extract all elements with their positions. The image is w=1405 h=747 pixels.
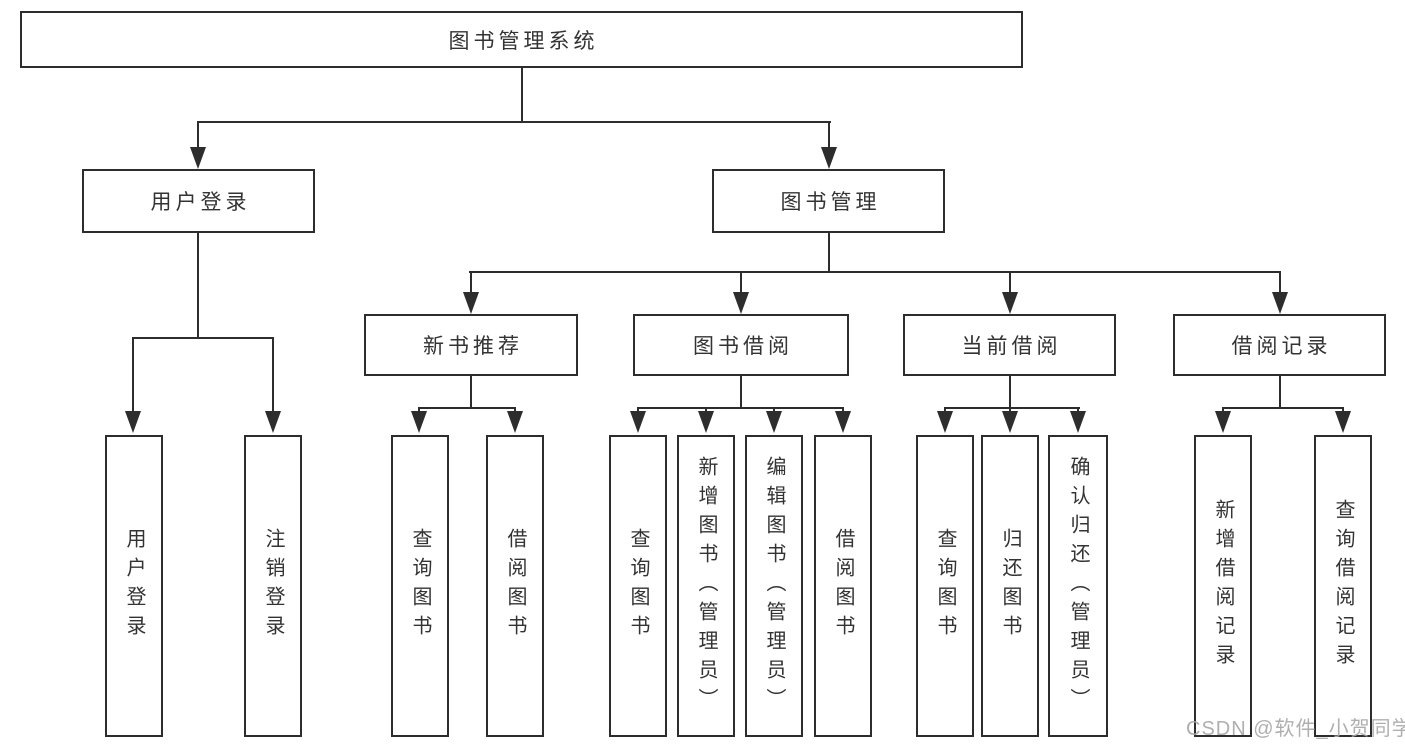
arrow-down-icon bbox=[630, 411, 646, 433]
leaf-label: 查询图书 bbox=[627, 528, 649, 644]
leaf-query-books-borrowing: 查询图书 bbox=[609, 435, 667, 737]
arrow-down-icon bbox=[463, 292, 479, 314]
node-label: 图书管理系统 bbox=[448, 29, 599, 53]
leaf-label: 新增图书（管理员） bbox=[695, 455, 717, 717]
leaf-borrow-books-recommend: 借阅图书 bbox=[486, 435, 544, 737]
leaf-label: 用户登录 bbox=[123, 528, 145, 644]
leaf-logout: 注销登录 bbox=[244, 435, 302, 737]
connector-line bbox=[418, 407, 516, 409]
arrow-down-icon bbox=[507, 411, 523, 433]
leaf-label: 确认归还（管理员） bbox=[1067, 455, 1089, 717]
leaf-label: 借阅图书 bbox=[832, 528, 854, 644]
arrow-down-icon bbox=[698, 411, 714, 433]
arrow-down-icon bbox=[190, 147, 206, 169]
connector-line bbox=[1279, 271, 1281, 292]
arrow-down-icon bbox=[265, 411, 281, 433]
node-label: 图书借阅 bbox=[693, 335, 793, 358]
connector-line bbox=[197, 121, 199, 147]
connector-line bbox=[740, 271, 742, 292]
connector-line bbox=[197, 121, 831, 123]
arrow-down-icon bbox=[937, 411, 953, 433]
connector-line bbox=[1279, 376, 1281, 409]
leaf-label: 新增借阅记录 bbox=[1212, 499, 1234, 673]
leaf-borrow-books-borrowing: 借阅图书 bbox=[814, 435, 872, 737]
node-label: 用户登录 bbox=[150, 191, 251, 214]
leaf-query-books-recommend: 查询图书 bbox=[391, 435, 449, 737]
connector-line bbox=[470, 271, 472, 292]
connector-line bbox=[740, 376, 742, 409]
arrow-down-icon bbox=[1215, 411, 1231, 433]
leaf-label: 归还图书 bbox=[999, 528, 1021, 644]
leaf-add-books-admin: 新增图书（管理员） bbox=[677, 435, 735, 737]
arrow-down-icon bbox=[411, 411, 427, 433]
node-current-borrowing: 当前借阅 bbox=[903, 314, 1116, 376]
node-book-borrowing: 图书借阅 bbox=[633, 314, 849, 376]
leaf-label: 查询图书 bbox=[934, 528, 956, 644]
arrow-down-icon bbox=[1002, 292, 1018, 314]
node-borrowing-records: 借阅记录 bbox=[1173, 314, 1386, 376]
node-label: 当前借阅 bbox=[961, 335, 1062, 358]
connector-line bbox=[1077, 407, 1079, 413]
leaf-label: 编辑图书（管理员） bbox=[763, 455, 785, 717]
leaf-label: 查询图书 bbox=[409, 528, 431, 644]
arrow-down-icon bbox=[821, 147, 837, 169]
connector-line bbox=[469, 271, 1281, 273]
leaf-query-borrow-record: 查询借阅记录 bbox=[1314, 435, 1372, 737]
connector-line bbox=[773, 407, 775, 413]
arrow-down-icon bbox=[1002, 411, 1018, 433]
node-label: 借阅记录 bbox=[1231, 335, 1332, 358]
connector-line bbox=[944, 407, 1080, 409]
leaf-query-books-current: 查询图书 bbox=[916, 435, 974, 737]
connector-line bbox=[828, 233, 830, 271]
connector-line bbox=[944, 407, 946, 413]
arrow-down-icon bbox=[1272, 292, 1288, 314]
connector-line bbox=[1009, 271, 1011, 292]
leaf-user-login: 用户登录 bbox=[105, 435, 163, 737]
leaf-label: 注销登录 bbox=[262, 528, 284, 644]
connector-line bbox=[272, 337, 274, 411]
connector-line bbox=[1009, 407, 1011, 413]
node-label: 新书推荐 bbox=[423, 335, 523, 358]
node-library-management-system: 图书管理系统 bbox=[20, 11, 1023, 68]
connector-line bbox=[705, 407, 707, 413]
leaf-return-books: 归还图书 bbox=[981, 435, 1039, 737]
leaf-confirm-return-admin: 确认归还（管理员） bbox=[1048, 435, 1108, 737]
arrow-down-icon bbox=[1070, 411, 1086, 433]
arrow-down-icon bbox=[835, 411, 851, 433]
connector-line bbox=[521, 68, 523, 121]
node-book-management: 图书管理 bbox=[712, 169, 945, 233]
leaf-label: 查询借阅记录 bbox=[1332, 499, 1354, 673]
leaf-edit-books-admin: 编辑图书（管理员） bbox=[745, 435, 803, 737]
csdn-watermark: CSDN @软件_小贺同学 bbox=[1186, 718, 1405, 740]
arrow-down-icon bbox=[766, 411, 782, 433]
connector-line bbox=[842, 407, 844, 413]
connector-line bbox=[1222, 407, 1224, 413]
connector-line bbox=[470, 376, 472, 409]
connector-line bbox=[514, 407, 516, 413]
node-new-book-recommendation: 新书推荐 bbox=[364, 314, 578, 376]
arrow-down-icon bbox=[125, 411, 141, 433]
connector-line bbox=[828, 121, 830, 147]
leaf-add-borrow-record: 新增借阅记录 bbox=[1194, 435, 1252, 737]
connector-line bbox=[132, 337, 134, 411]
node-user-login: 用户登录 bbox=[82, 169, 315, 233]
leaf-label: 借阅图书 bbox=[504, 528, 526, 644]
connector-line bbox=[132, 337, 274, 339]
connector-line bbox=[1342, 407, 1344, 413]
connector-line bbox=[1009, 376, 1011, 409]
node-label: 图书管理 bbox=[780, 191, 881, 214]
connector-line bbox=[1222, 407, 1344, 409]
connector-line bbox=[637, 407, 844, 409]
arrow-down-icon bbox=[733, 292, 749, 314]
connector-line bbox=[418, 407, 420, 413]
connector-line bbox=[197, 233, 199, 339]
arrow-down-icon bbox=[1335, 411, 1351, 433]
connector-line bbox=[637, 407, 639, 413]
